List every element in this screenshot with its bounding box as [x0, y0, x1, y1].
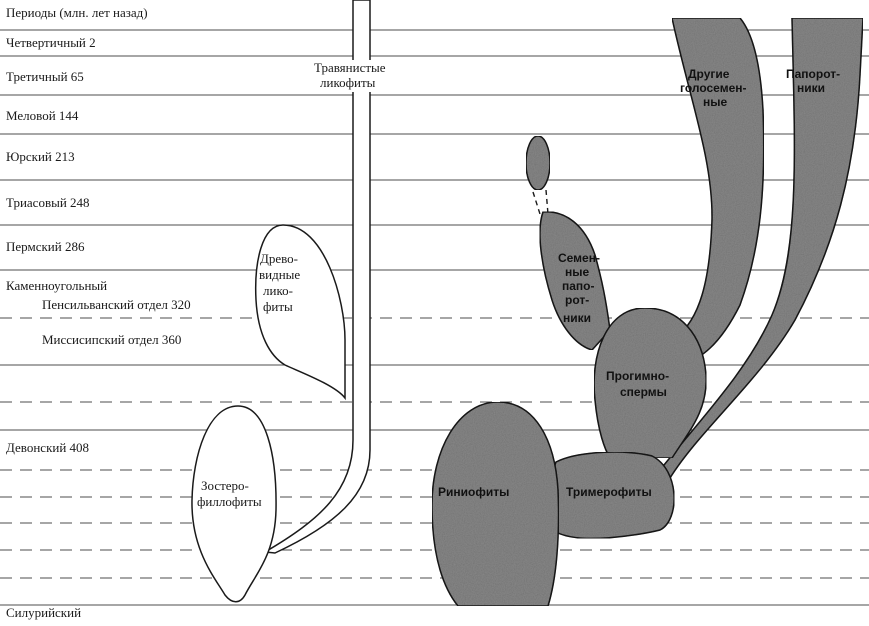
herbaceous-label-mask [306, 60, 396, 92]
progymnosperms-line-2: спермы [620, 385, 667, 399]
zosterophyllophytes-shape [191, 405, 277, 603]
rhyniophytes-label: Риниофиты [438, 485, 509, 499]
zosterophyllophytes-line-2: филлофиты [197, 494, 262, 509]
other-gymnosperms-line-2: голосемен- [680, 81, 747, 95]
tree-lycophytes-line-3: лико- [263, 283, 293, 298]
rhyniophytes-shape [431, 401, 560, 607]
period-labels: Периоды (млн. лет назад) Четвертичный 2 … [6, 5, 191, 620]
period-cretaceous: Меловой 144 [6, 108, 79, 123]
seed-ferns-line-5: ники [563, 311, 591, 325]
trimerophytes-line-1: Тримерофиты [566, 485, 652, 499]
seed-ferns-label: Семен- ные папо- рот- ники [558, 251, 600, 325]
trimerophytes-label: Тримерофиты [566, 485, 652, 499]
period-jurassic: Юрский 213 [6, 149, 75, 164]
tree-lycophytes-line-1: Древо- [260, 251, 298, 266]
progymnosperms-shape [593, 307, 707, 459]
seed-ferns-dashed-link-right [545, 189, 549, 215]
period-carboniferous: Каменноугольный [6, 278, 107, 293]
seed-ferns-shape [539, 211, 611, 351]
tree-lycophytes-label: Древо- видные лико- фиты [259, 251, 300, 314]
herbaceous-lycophytes-label: Травянистые ликофиты [314, 60, 386, 90]
seed-ferns-upper-blob [525, 135, 551, 191]
period-rules [0, 29, 869, 606]
period-pennsylvanian: Пенсильванский отдел 320 [42, 297, 191, 312]
ferns-label: Папорот- ники [786, 67, 840, 95]
period-mississippian: Миссисипский отдел 360 [42, 332, 181, 347]
period-triassic: Триасовый 248 [6, 195, 90, 210]
period-devonian: Девонский 408 [6, 440, 89, 455]
seed-ferns-line-1: Семен- [558, 251, 600, 265]
periods-header: Периоды (млн. лет назад) [6, 5, 148, 20]
herbaceous-lycophytes-shape [262, 0, 371, 554]
period-tertiary: Третичный 65 [6, 69, 84, 84]
progymnosperms-line-1: Прогимно- [606, 369, 669, 383]
other-gymnosperms-shape [671, 17, 765, 366]
seed-ferns-line-2: ные [565, 265, 589, 279]
seed-ferns-dashed-link-left [532, 191, 541, 215]
other-gymnosperms-line-3: ные [703, 95, 727, 109]
other-gymnosperms-line-1: Другие [688, 67, 730, 81]
ferns-line-2: ники [797, 81, 825, 95]
ferns-line-1: Папорот- [786, 67, 840, 81]
herbaceous-lycophytes-line-1: Травянистые [314, 60, 386, 75]
other-gymnosperms-label: Другие голосемен- ные [680, 67, 747, 109]
period-permian: Пермский 286 [6, 239, 85, 254]
period-silurian: Силурийский [6, 605, 81, 620]
progymnosperms-label: Прогимно- спермы [606, 369, 669, 399]
tree-lycophytes-shape [254, 224, 346, 401]
seed-ferns-line-3: папо- [562, 279, 595, 293]
seed-ferns-line-4: рот- [565, 293, 589, 307]
herbaceous-lycophytes-line-2: ликофиты [320, 75, 376, 90]
zosterophyllophytes-label: Зостеро- филлофиты [197, 478, 262, 509]
period-quaternary: Четвертичный 2 [6, 35, 96, 50]
rhyniophytes-line-1: Риниофиты [438, 485, 509, 499]
tree-lycophytes-line-4: фиты [263, 299, 293, 314]
tree-lycophytes-line-2: видные [259, 267, 300, 282]
zosterophyllophytes-line-1: Зостеро- [201, 478, 249, 493]
